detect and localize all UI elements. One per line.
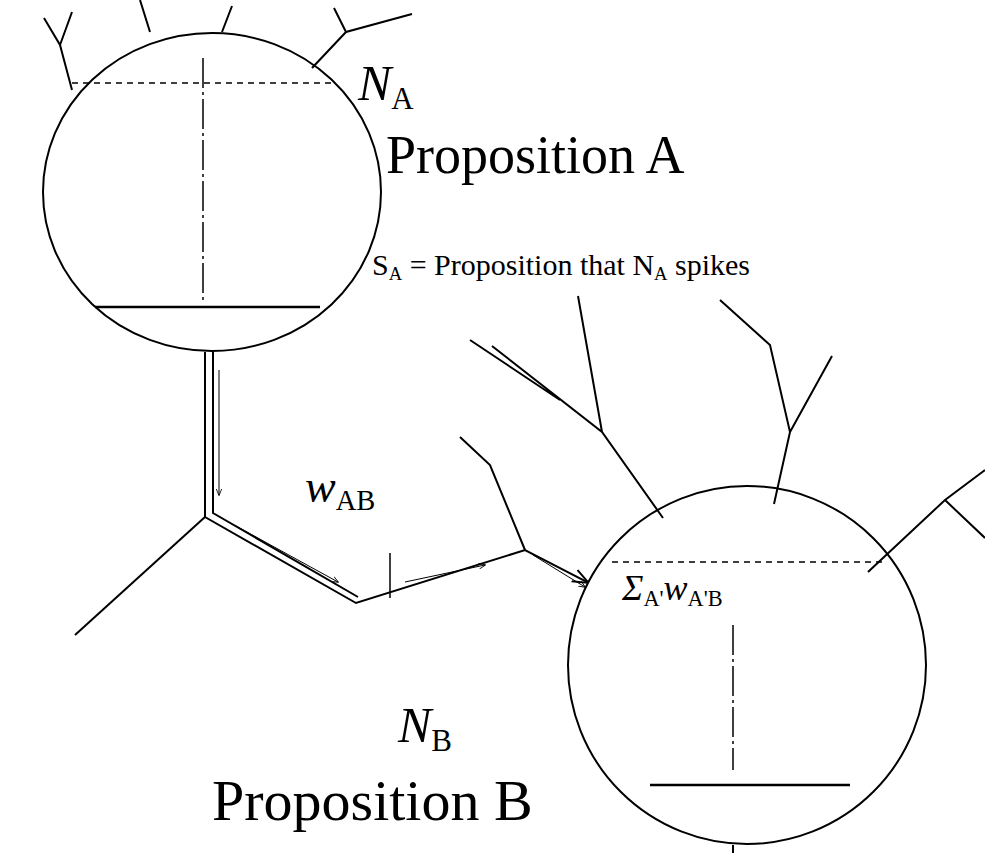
subscript: A'B [688, 586, 723, 611]
dendrites [44, 0, 985, 572]
axon-connector [205, 352, 587, 603]
neuron-name: NA [358, 58, 414, 114]
cell-body [43, 33, 381, 351]
neuron-name: NB [398, 700, 452, 756]
circle-outline [42, 32, 382, 352]
neuron-a-circle: NAProposition A [42, 32, 382, 352]
cell-body [568, 486, 926, 844]
neuron-b-circle: ΣA'wA'BNBProposition B [567, 485, 927, 845]
synapse-weight: wAB [305, 464, 375, 516]
proposition-name: Proposition A [386, 128, 685, 182]
proposition-name: Proposition B [212, 772, 533, 830]
axon [75, 352, 390, 635]
spike-note: SA = Proposition that NA spikes [372, 250, 750, 284]
subscript: A [654, 263, 667, 284]
weight-sum: ΣA'wA'B [622, 570, 723, 611]
subscript: A [391, 81, 413, 116]
signal-arrows [219, 370, 585, 587]
subscript: AB [336, 485, 376, 516]
subscript: B [431, 723, 452, 758]
neuron-internals [72, 58, 885, 853]
subscript: A [389, 263, 402, 284]
subscript: A' [643, 586, 663, 611]
circle-outline [567, 485, 927, 845]
